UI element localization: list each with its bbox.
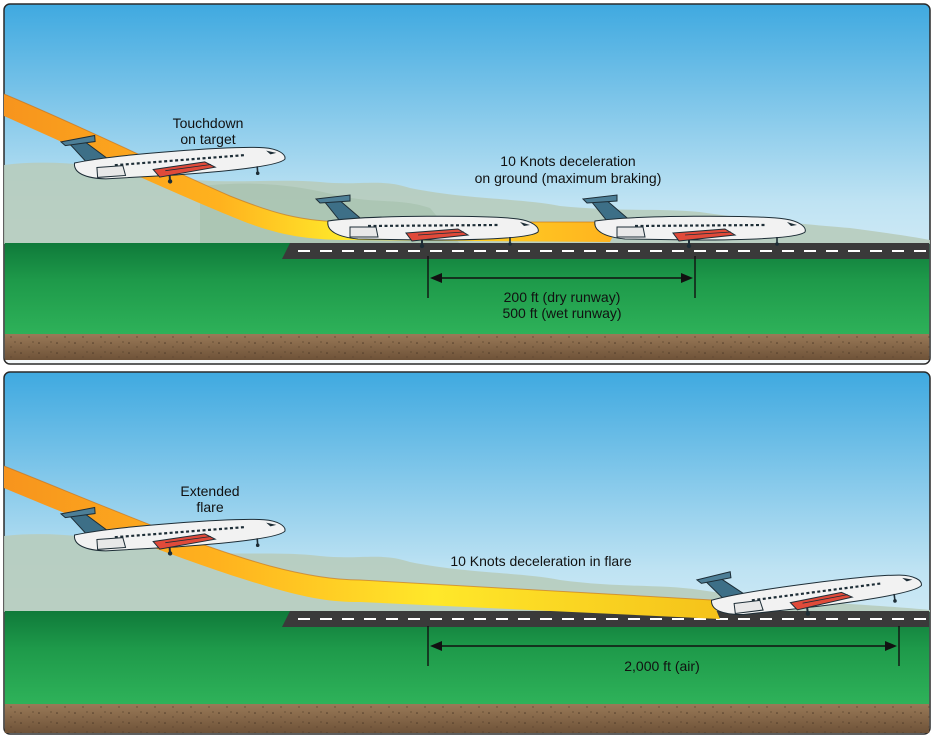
top-runway [282,243,929,259]
top-decel-label-line1: 10 Knots deceleration [500,153,635,169]
top-distance-marker [427,256,696,298]
touchdown-label-line2: on target [180,131,235,147]
touchdown-label-line1: Touchdown [173,115,244,131]
flare-label-line2: flare [196,499,223,515]
top-distance-label-line2: 500 ft (wet runway) [502,305,621,321]
bottom-decel-label: 10 Knots deceleration in flare [450,553,632,569]
bottom-distance-marker [427,626,900,666]
top-decel-label-line2: on ground (maximum braking) [475,170,662,186]
bottom-distance-label: 2,000 ft (air) [624,658,699,674]
top-distance-label-line1: 200 ft (dry runway) [504,289,621,305]
bottom-runway [282,611,929,627]
bottom-hills [4,534,930,612]
bottom-panel: Extended flare 10 Knots deceleration in … [3,371,931,735]
top-panel: Touchdown on target 10 Knots deceleratio… [3,3,931,365]
flare-label-line1: Extended [180,483,239,499]
